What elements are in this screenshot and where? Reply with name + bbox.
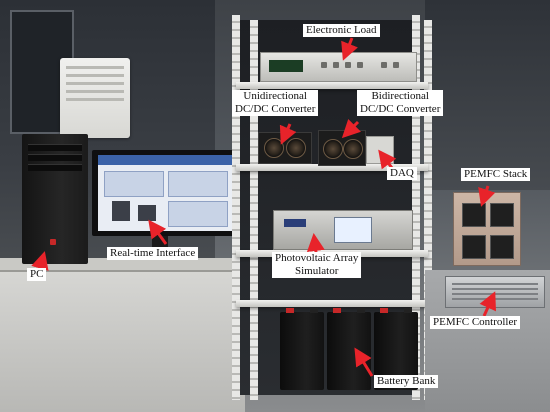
fan-icon bbox=[343, 139, 363, 159]
back-wall-right bbox=[425, 0, 550, 190]
air-conditioner bbox=[60, 58, 130, 138]
pemfc-controller-unit bbox=[445, 276, 545, 308]
label-electronic-load: Electronic Load bbox=[303, 24, 380, 37]
battery bbox=[280, 308, 324, 390]
label-daq: DAQ bbox=[387, 167, 417, 180]
realtime-interface-screen bbox=[98, 155, 234, 231]
cooling-fin bbox=[452, 283, 538, 285]
fan-icon bbox=[323, 139, 343, 159]
eload-button bbox=[321, 62, 327, 68]
pemfc-stack-unit bbox=[453, 192, 521, 266]
eload-button bbox=[381, 62, 387, 68]
power-led bbox=[50, 239, 56, 245]
screen-panel bbox=[168, 201, 228, 227]
eload-button bbox=[393, 62, 399, 68]
daq-unit bbox=[366, 136, 394, 164]
screen-header-bar bbox=[98, 155, 234, 165]
screen-panel bbox=[168, 171, 228, 197]
ac-grill bbox=[66, 90, 124, 93]
eload-button bbox=[345, 62, 351, 68]
drive-bay bbox=[28, 154, 82, 161]
label-bidirectional-dcdc: Bidirectional DC/DC Converter bbox=[357, 90, 444, 116]
ac-grill bbox=[66, 74, 124, 77]
battery-terminal bbox=[286, 308, 294, 313]
pv-array-simulator-unit bbox=[273, 210, 413, 250]
battery-terminal bbox=[404, 308, 412, 313]
battery-terminal bbox=[310, 308, 318, 313]
fan-icon bbox=[490, 235, 514, 259]
battery-terminal bbox=[380, 308, 388, 313]
shelf-post bbox=[412, 15, 420, 400]
battery bbox=[327, 308, 371, 390]
shelf-post bbox=[250, 20, 258, 400]
cooling-fin bbox=[452, 298, 538, 300]
shelf-plank bbox=[236, 164, 428, 171]
battery-terminal bbox=[357, 308, 365, 313]
label-unidirectional-dcdc: Unidirectional DC/DC Converter bbox=[232, 90, 319, 116]
pv-screen bbox=[334, 217, 372, 243]
eload-display bbox=[269, 60, 303, 72]
label-pc: PC bbox=[27, 268, 47, 281]
eload-button bbox=[357, 62, 363, 68]
screen-device-icon bbox=[112, 201, 130, 221]
shelf-post bbox=[424, 20, 432, 400]
label-battery-bank: Battery Bank bbox=[374, 375, 439, 388]
pv-logo bbox=[284, 219, 306, 227]
desk-left bbox=[0, 258, 245, 412]
label-pv-array-simulator: Photovoltaic Array Simulator bbox=[272, 252, 362, 278]
shelf-plank bbox=[236, 82, 428, 89]
ac-grill bbox=[66, 82, 124, 85]
electronic-load-unit bbox=[260, 52, 417, 82]
cooling-fin bbox=[452, 293, 538, 295]
ac-grill bbox=[66, 98, 124, 101]
ac-grill bbox=[66, 66, 124, 69]
monitor bbox=[92, 150, 240, 236]
fan-icon bbox=[490, 203, 514, 227]
unidirectional-dcdc-unit bbox=[258, 132, 312, 164]
shelf-plank bbox=[236, 300, 428, 307]
fan-icon bbox=[264, 138, 284, 158]
label-realtime-interface: Real-time Interface bbox=[107, 247, 199, 260]
pc-tower bbox=[22, 134, 88, 264]
screen-panel bbox=[104, 171, 164, 197]
drive-bay bbox=[28, 164, 82, 171]
label-pemfc-controller: PEMFC Controller bbox=[430, 316, 521, 329]
cooling-fin bbox=[452, 288, 538, 290]
label-pemfc-stack: PEMFC Stack bbox=[461, 168, 531, 181]
shelf-post bbox=[232, 15, 240, 400]
bidirectional-dcdc-unit bbox=[318, 130, 366, 166]
drive-bay bbox=[28, 144, 82, 151]
fan-icon bbox=[462, 203, 486, 227]
screen-device-icon bbox=[138, 205, 156, 221]
battery-terminal bbox=[333, 308, 341, 313]
fan-icon bbox=[286, 138, 306, 158]
fan-icon bbox=[462, 235, 486, 259]
eload-button bbox=[333, 62, 339, 68]
